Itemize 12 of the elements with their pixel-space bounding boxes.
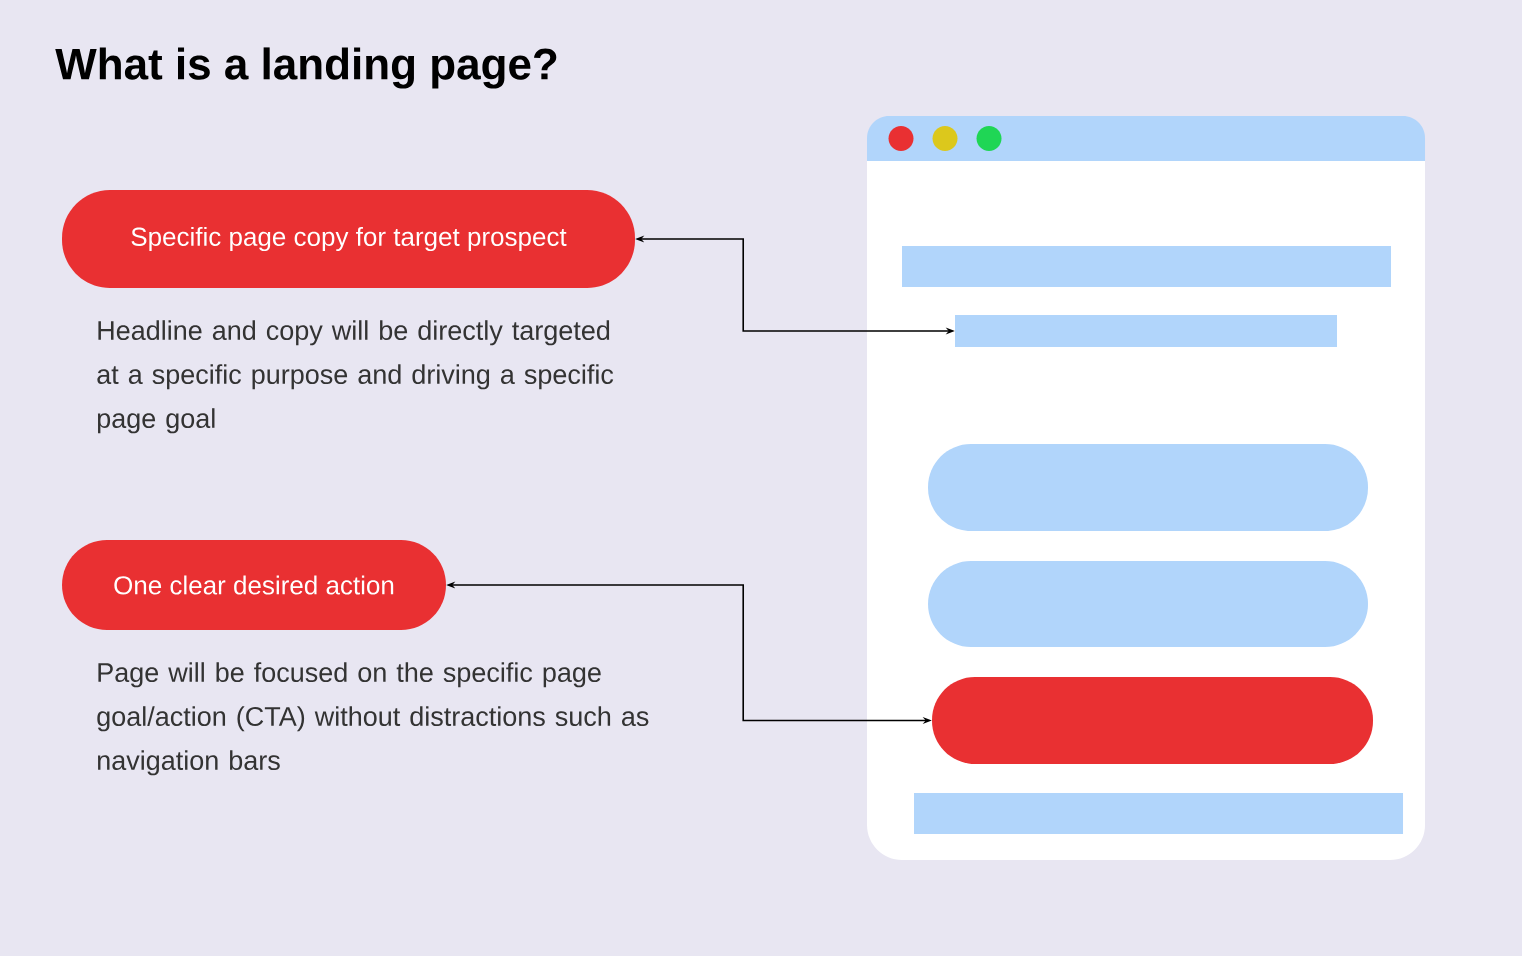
browser-title-bar — [867, 116, 1425, 161]
content-bar — [955, 315, 1337, 347]
content-bar — [914, 793, 1403, 834]
pill-label: One clear desired action — [62, 540, 446, 630]
description-text: Page will be focused on the specific page goal/action (CTA) without distractions such as navigation bars — [97, 662, 649, 776]
content-block — [928, 561, 1368, 647]
title: What is a landing page? — [55, 47, 557, 89]
pill-label: Specific page copy for target prospect — [62, 190, 635, 288]
content-bar — [902, 246, 1391, 287]
cta-button — [932, 677, 1373, 764]
description-text: Headline and copy will be directly targeted at a specific purpose and driving a specific page goal — [97, 320, 614, 434]
content-block — [928, 444, 1368, 531]
